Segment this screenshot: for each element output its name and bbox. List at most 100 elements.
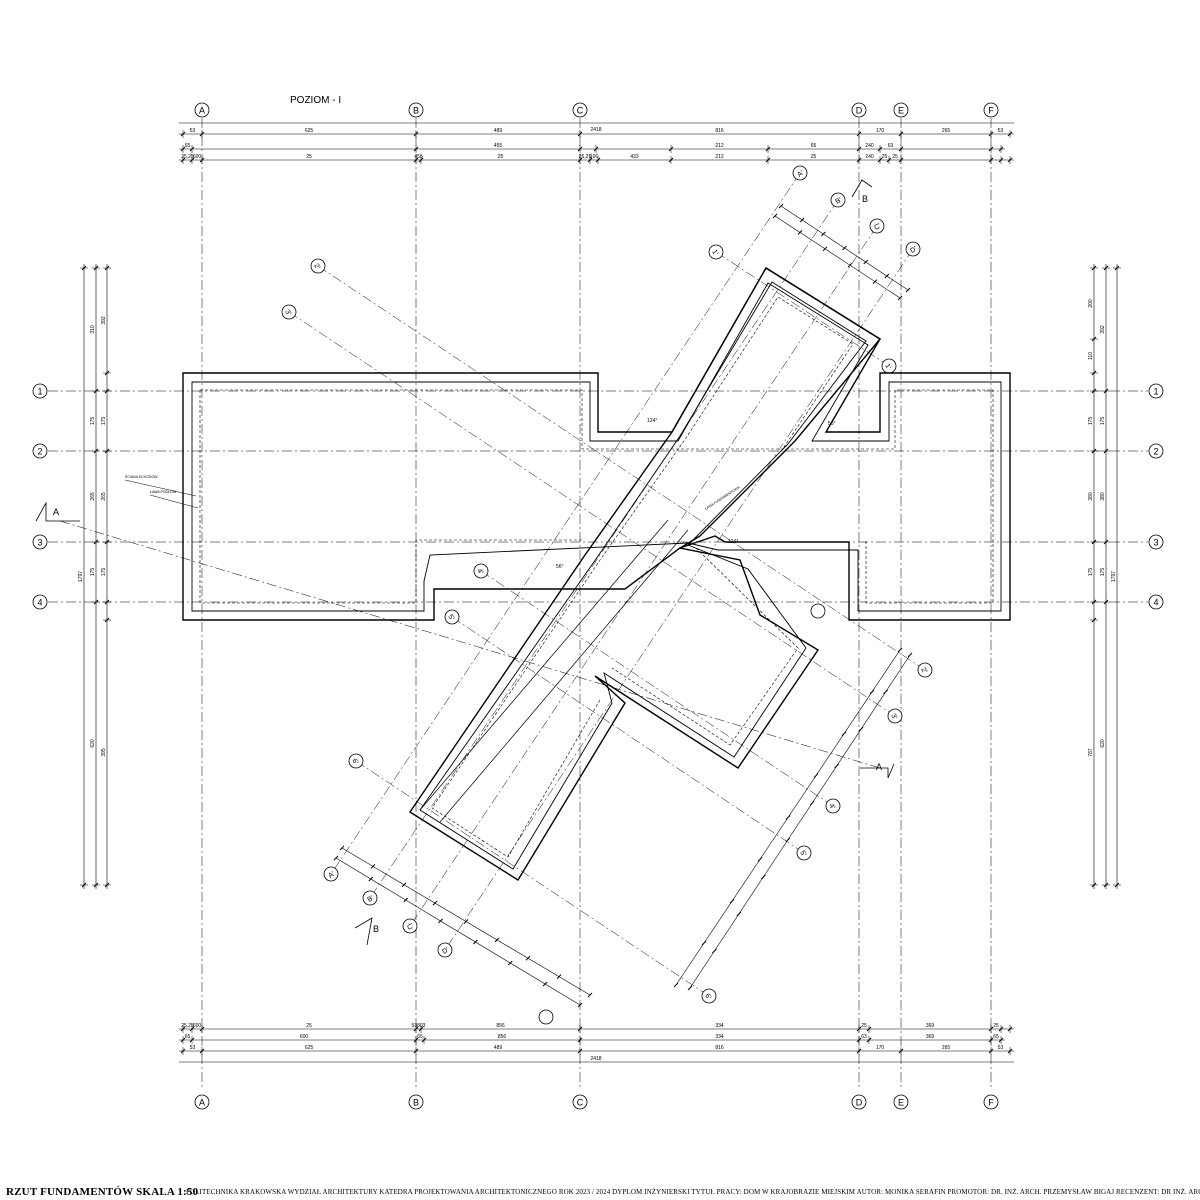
top-dim-row2-tick [856,146,862,152]
axis-label-F: F [988,1098,994,1108]
bottom-dim-row2-tick [866,1037,872,1043]
bottom-dim-row2-label: 65 [417,1034,423,1040]
rot-dim-right-1-tick [712,948,717,954]
rot-axis-bubble-0 [323,866,339,882]
top-dim-row3-tick [418,157,424,163]
note-leader-2 [149,494,199,509]
bottom-dim-row2-tick [577,1037,583,1043]
cross-axis-bubble-3 [825,798,841,814]
axis-label-F: F [988,106,994,116]
section-mark-left [35,501,80,522]
top-dim-row2-label: 63 [888,143,894,149]
bottom-dim-row2-tick [180,1037,186,1043]
rot-dim-top-2-tick [797,230,803,235]
right-dim-mid-tick [1103,388,1109,394]
rot-dim-top-2-tick [822,246,828,252]
left-dim-total-label: 1797 [78,571,84,582]
rot-axis-label-0: A' [327,871,336,880]
bottom-dim-row1-tick [1007,1026,1013,1032]
left-dim-inner-label: 395 [101,748,107,757]
cross-axis-bubble-1 [917,662,933,678]
rot-dim-right-1-line [689,654,911,989]
cross-axis-bubble-2 [281,304,297,320]
cross-axis-label-1: 2' [919,667,928,675]
rot-dim-right-1-tick [883,689,888,695]
rot-dim-top-1-tick [820,231,826,237]
axis-bubble-4 [1148,594,1164,610]
top-dim-row3-tick [577,157,583,163]
bottom-dim-row3-tick [199,1048,205,1054]
rot-dim-top-2-tick [897,295,903,301]
title-block: RZUT FUNDAMENTÓW SKALA 1:50 POLITECHNIKA… [0,1185,1200,1200]
bottom-dim-row3-label: 265 [942,1045,951,1051]
cross-axis-label-5: 6' [703,993,712,1001]
rot-axis-label-3: D' [909,246,918,255]
rot-dim-bottom-1-tick [525,955,531,961]
top-dim-row2-tick [593,146,599,152]
axis-bubble-4 [32,594,48,610]
section-label-b-bottom: B [373,924,379,934]
axis-bubble-C [572,1094,588,1110]
top-dim-row3-tick [413,157,419,163]
axis-bubble-D [851,1094,867,1110]
rot-dim-top-2-tick [772,213,778,219]
rot-dim-right-1-tick [760,874,766,880]
left-dim-inner-tick [104,599,110,605]
axis-bubble-A [194,1094,210,1110]
top-dim-row2-tick [998,146,1004,152]
rot-dim-bottom-1-tick [370,864,376,869]
left-dim-total-tick [81,882,87,888]
right-dim-total-tick [1114,265,1120,271]
axis-label-A: A [199,1098,205,1108]
bottom-dim-row3-label: 816 [715,1045,724,1051]
cross-axis-line-2 [288,311,896,717]
top-dim-row1-label: 489 [494,128,503,134]
top-dim-row1-label: 170 [876,128,885,134]
top-dim-row3-label: 25 [882,154,888,160]
axis-label-1: 1 [37,387,42,397]
right-dim-inner-tick [1091,448,1097,454]
angle-label-4: 56° [556,564,564,570]
top-dim-row2-label: 240 [865,143,874,149]
top-dim-row3-label: 600 [193,154,202,160]
cross-axis-bubble-1 [310,258,326,274]
rot-dim-right-1-tick [858,726,864,732]
left-dim-mid-tick [93,599,99,605]
left-dim-mid-tick [93,539,99,545]
right-dim-total-label: 1797 [1111,571,1117,582]
right-dim-inner-label: 787 [1088,748,1094,757]
axis-bubble-C [572,102,588,118]
rot-dim-right-2-tick [813,773,819,778]
bottom-dim-row2-label: 369 [926,1034,935,1040]
cross-axis-bubble-5 [701,988,717,1004]
rot-dim-bottom-1-tick [339,845,345,851]
top-dim-row3-label: 25 [811,154,817,160]
rot-dim-bottom-2-line [335,857,581,1006]
rot-dim-right-1-tick [834,763,840,769]
bottom-dim-row2-label: 65 [185,1034,191,1040]
right-dim-total-tick [1114,882,1120,888]
bottom-dim-row3-label: 170 [876,1045,885,1051]
bottom-dim-row2-tick [988,1037,994,1043]
orthogonal-block-outer [182,267,1011,621]
axis-label-D: D [856,1098,863,1108]
right-dim-mid-label: 392 [1100,325,1106,334]
right-dim-mid-tick [1103,448,1109,454]
axis-bubble-E [893,1094,909,1110]
bottom-dim-row2-tick [856,1037,862,1043]
bottom-dim-row1-tick [866,1026,872,1032]
top-dim-row1-label: 816 [715,128,724,134]
rot-axis-label-1: B' [366,895,375,904]
axis-label-C: C [577,1098,584,1108]
rot-axis-label-0: A' [796,170,805,179]
left-dim-inner-tick [104,388,110,394]
top-dim-row2-tick [668,146,674,152]
right-dim-inner-tick [1091,265,1097,271]
top-dim-row2-tick [898,146,904,152]
right-dim-inner-label: 175 [1088,417,1094,426]
left-dim-mid-tick [93,265,99,271]
cross-axis-label-1: 2' [312,263,321,271]
top-dim-row3-tick [998,157,1004,163]
rot-dim-top-2-tick [847,262,853,268]
bottom-dim-row2-tick [413,1037,419,1043]
